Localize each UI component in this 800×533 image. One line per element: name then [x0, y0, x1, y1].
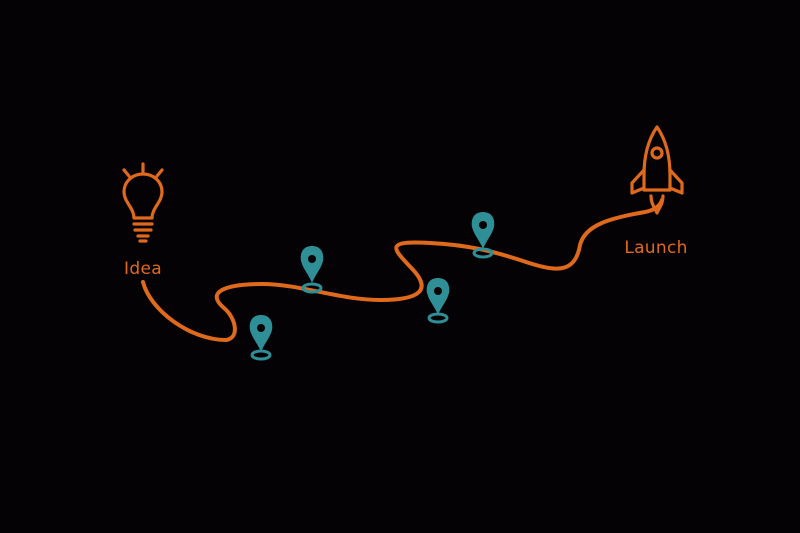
milestone-pin — [249, 315, 273, 361]
journey-path — [141, 198, 664, 343]
end-label: Launch — [624, 238, 687, 258]
milestone-pin — [426, 278, 450, 324]
milestone-pin — [300, 246, 324, 294]
milestone-pin — [471, 212, 495, 259]
lightbulb-icon — [122, 162, 164, 243]
rocket-icon — [630, 125, 684, 215]
start-label: Idea — [124, 259, 162, 279]
